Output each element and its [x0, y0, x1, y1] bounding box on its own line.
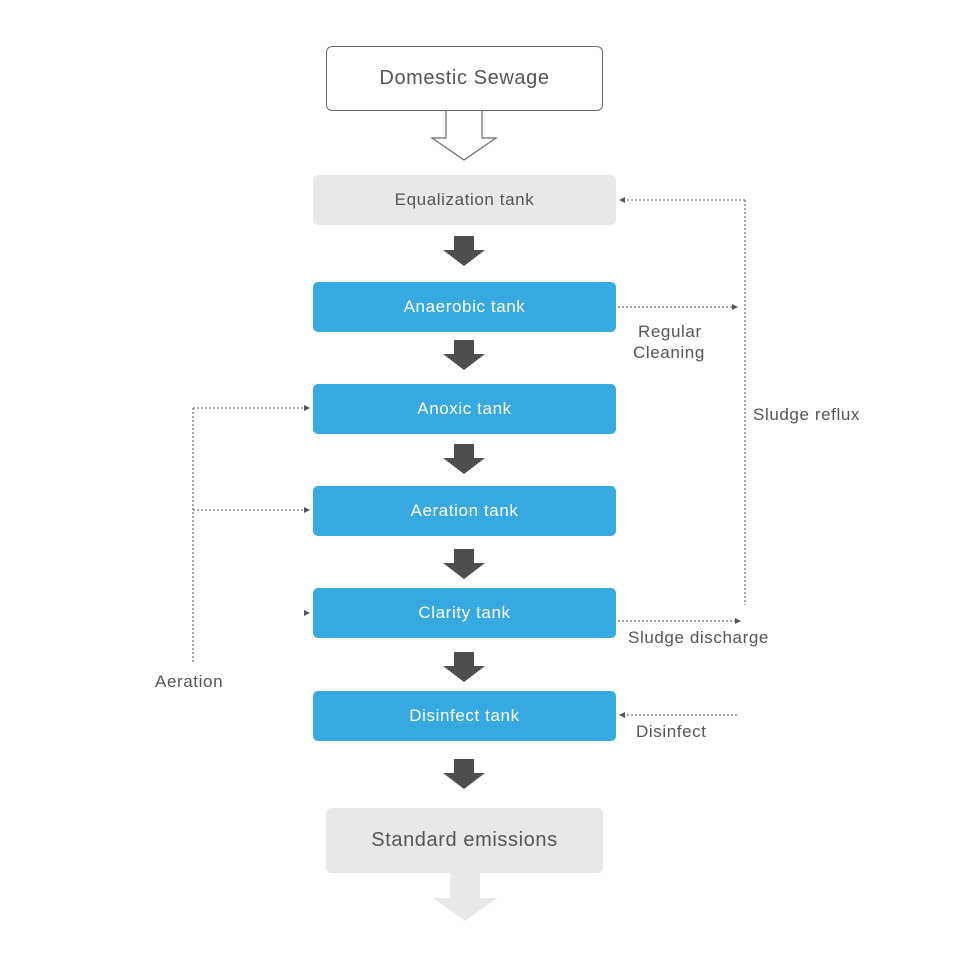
cleaning-label: Cleaning [633, 343, 705, 362]
regular-label: Regular [638, 322, 702, 341]
sludge-discharge-label: Sludge discharge [628, 628, 769, 647]
equalization-tank: Equalization tank [313, 175, 616, 225]
domestic-sewage-box: Domestic Sewage [326, 46, 603, 111]
disinfect-tank: Disinfect tank [313, 691, 616, 741]
aeration-tank: Aeration tank [313, 486, 616, 536]
standard-emissions-box: Standard emissions [326, 808, 603, 873]
sludge-reflux-label: Sludge reflux [753, 405, 861, 424]
aeration-connector [192, 405, 310, 662]
disinfect-label: Disinfect [636, 722, 707, 741]
output-arrow [433, 873, 497, 921]
flow-arrow-2 [443, 340, 485, 370]
flow-arrow-4 [443, 549, 485, 579]
sludge-reflux-connector [618, 197, 746, 718]
clarity-tank: Clarity tank [313, 588, 616, 638]
aeration-label: Aeration [155, 672, 224, 691]
flow-arrow-1 [443, 236, 485, 266]
flow-arrow-3 [443, 444, 485, 474]
anoxic-tank: Anoxic tank [313, 384, 616, 434]
flow-arrow-5 [443, 652, 485, 682]
outline-arrow-source [430, 111, 498, 161]
anaerobic-tank: Anaerobic tank [313, 282, 616, 332]
clarity-inlet-arrow-icon [304, 610, 310, 616]
flow-arrow-6 [443, 759, 485, 789]
